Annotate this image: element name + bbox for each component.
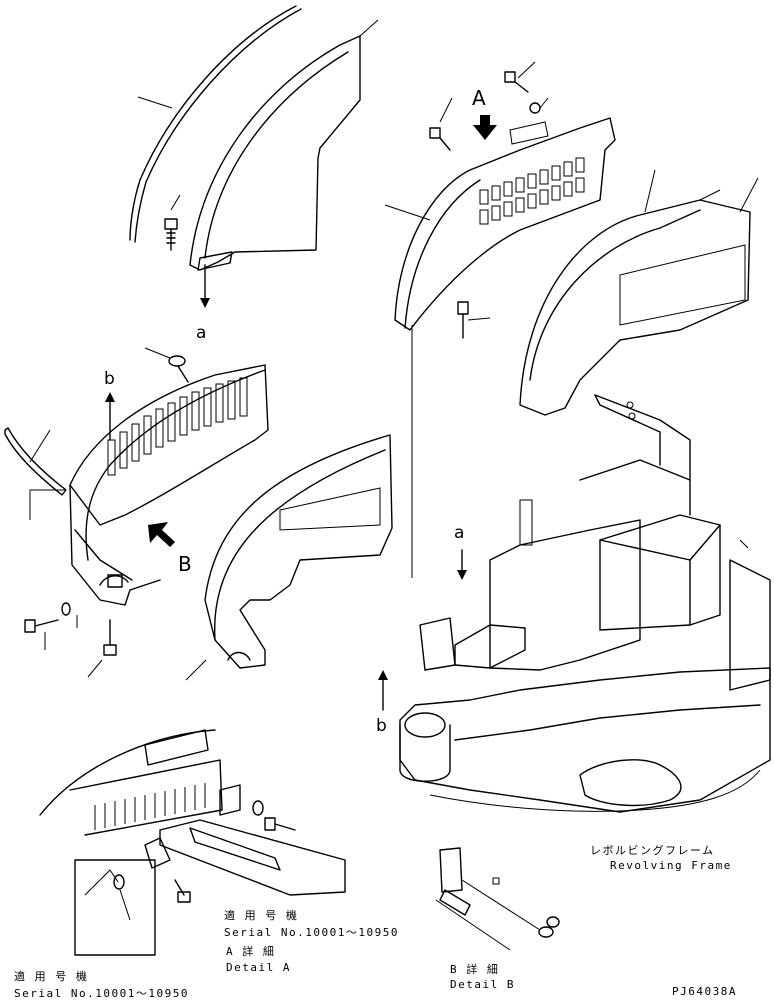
detail-b-title-jp: B 詳 細 <box>450 963 500 976</box>
ref-b-frame: b <box>376 716 387 736</box>
revolving-frame-label-en: Revolving Frame <box>610 859 732 872</box>
drawing-code: PJ64038A <box>672 985 737 998</box>
bottom-left-serial-range: Serial No.10001～10950 <box>14 987 189 1000</box>
detail-a-drawing <box>39 729 346 956</box>
detail-a-title-en: Detail A <box>226 961 291 974</box>
seal-strip-upper-left <box>129 5 302 243</box>
arrow-view-a <box>473 115 497 140</box>
detail-a-title-jp: A 詳 細 <box>226 945 276 958</box>
ref-a-frame: a <box>454 523 465 543</box>
upper-grille-right <box>384 117 616 331</box>
side-cover-right <box>519 169 759 416</box>
arrow-b-left <box>105 392 115 441</box>
bolt-upper-left <box>164 194 181 251</box>
grille-slots-left <box>107 377 248 476</box>
detail-a-serial-jp: 適 用 号 機 <box>224 909 299 922</box>
ref-b-left: b <box>104 369 115 389</box>
front-grille-left <box>69 364 269 606</box>
grille-slots-right <box>479 157 585 225</box>
detail-b-drawing <box>435 847 560 951</box>
bottom-left-serial-jp: 適 用 号 機 <box>14 970 89 983</box>
side-cover-upper-left <box>189 19 379 271</box>
bolts-lower-left <box>24 602 117 678</box>
seal-strip-left <box>4 427 67 520</box>
ref-a-top: a <box>196 323 207 343</box>
callout-view-b: B <box>178 552 192 576</box>
revolving-frame <box>399 394 771 813</box>
side-cover-middle <box>185 434 393 681</box>
revolving-frame-label-jp: レボルビングフレーム <box>590 844 715 857</box>
arrow-b-frame <box>378 670 388 711</box>
callout-view-a: A <box>472 86 486 110</box>
detail-b-title-en: Detail B <box>450 978 515 991</box>
arrow-a-top <box>200 264 210 308</box>
bolt-grille-top <box>144 347 189 383</box>
arrow-a-frame <box>457 549 467 580</box>
arrow-view-b <box>148 522 175 547</box>
detail-a-serial-range: Serial No.10001～10950 <box>224 926 399 939</box>
bolts-upper-right <box>429 61 549 339</box>
